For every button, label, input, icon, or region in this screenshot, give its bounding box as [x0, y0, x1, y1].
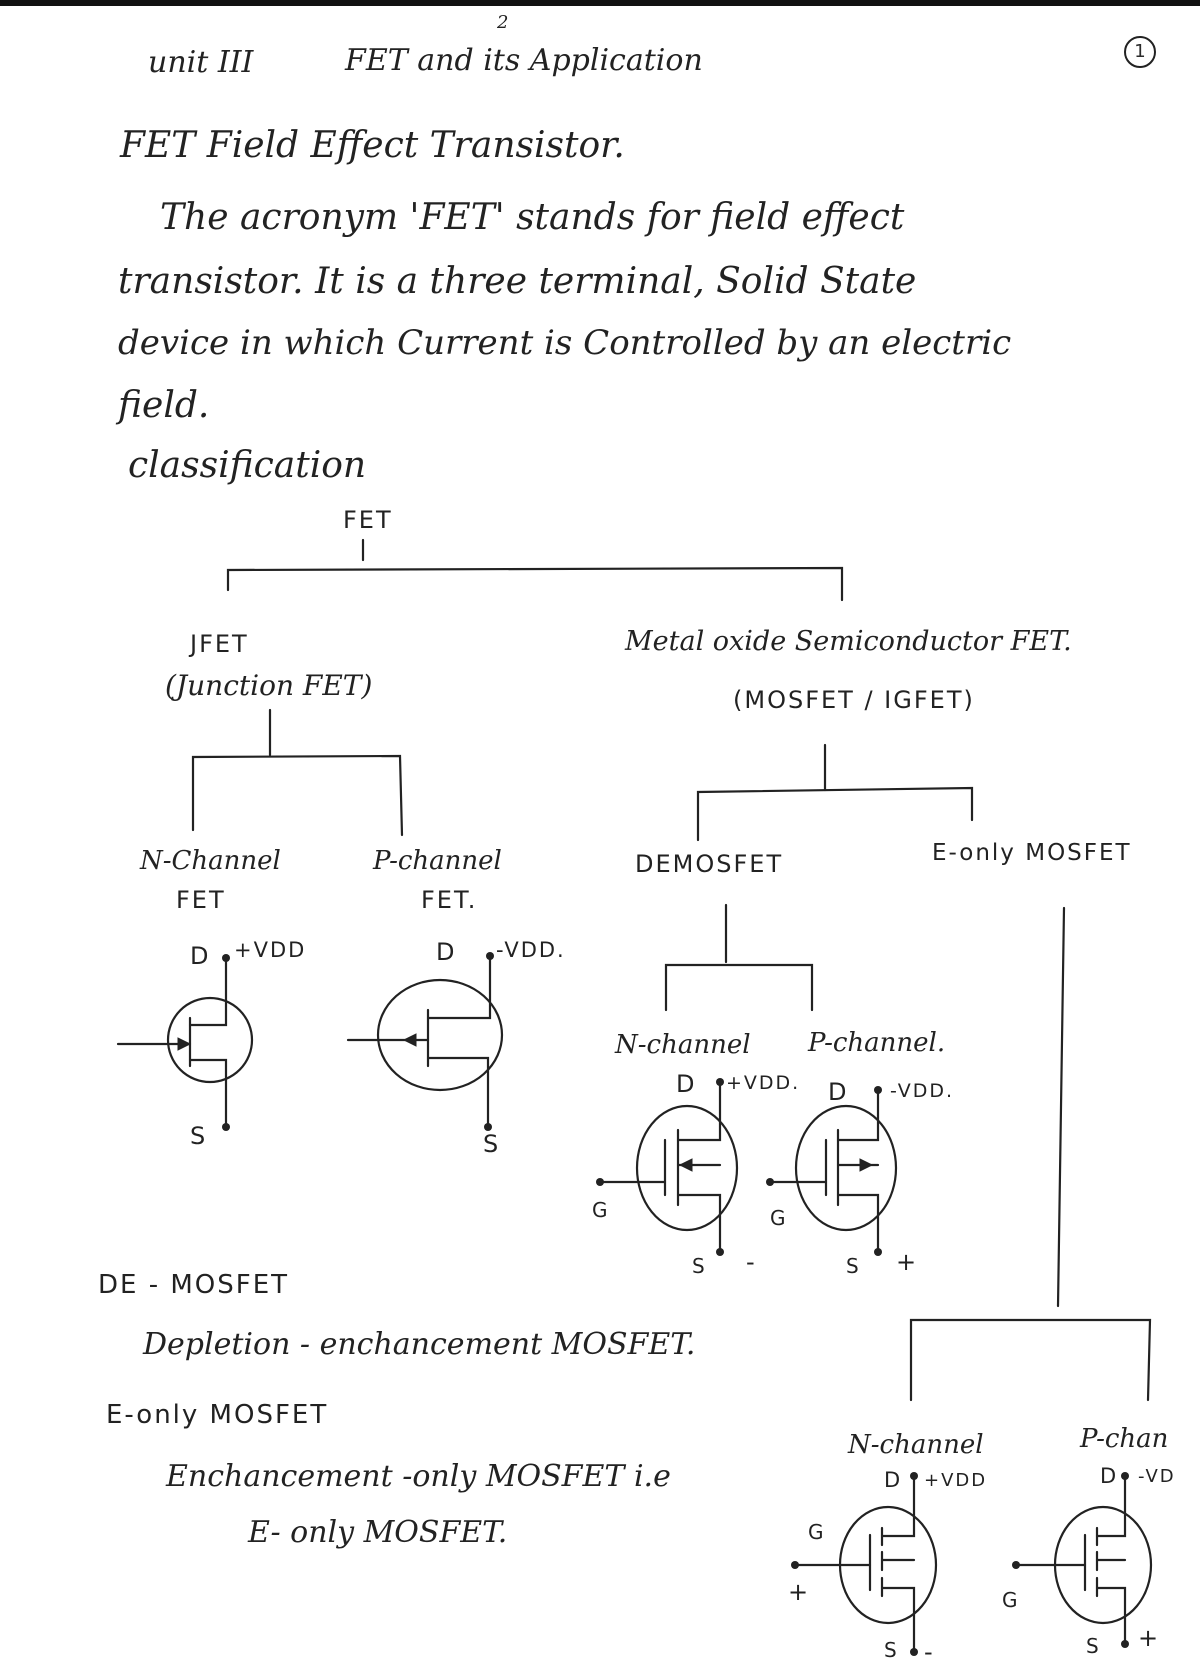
- de-n-symbol: [596, 1078, 739, 1256]
- eonly-label: E-only MOSFET: [932, 840, 1132, 866]
- jfet-p-label: P-channel: [373, 846, 502, 876]
- de-n-drain: D: [676, 1070, 697, 1098]
- mosfet-bracket: [696, 786, 974, 842]
- e-p-symbol: [1012, 1472, 1153, 1648]
- eonly-bracket: [909, 1318, 1152, 1402]
- mosfet-alias-label: (MOSFET / IGFET): [733, 686, 975, 714]
- jfet-bracket: [191, 754, 404, 837]
- jfet-n-label: N-Channel: [140, 846, 281, 876]
- de-mosfet-title: DE - MOSFET: [98, 1270, 290, 1300]
- jfet-label: JFET: [190, 630, 249, 658]
- unit-label: unit III: [148, 45, 254, 80]
- de-p-gate: G: [770, 1206, 788, 1230]
- e-mosfet-text-2: E- only MOSFET.: [248, 1515, 508, 1550]
- tree-root-fet: FET: [343, 506, 393, 534]
- jfet-n-label-2: FET: [176, 886, 226, 914]
- page-top-edge: [0, 0, 1200, 6]
- e-p-supply: -VD: [1138, 1466, 1176, 1487]
- e-p-label: P-chan: [1080, 1424, 1169, 1454]
- e-p-drain: D: [1100, 1464, 1119, 1488]
- jfet-p-drain: D: [436, 938, 457, 966]
- jfet-full-label: (Junction FET): [165, 669, 373, 702]
- e-n-label: N-channel: [848, 1430, 984, 1460]
- jfet-n-symbol: [116, 954, 254, 1131]
- e-n-polarity: -: [924, 1638, 935, 1666]
- de-n-polarity: -: [746, 1248, 757, 1276]
- jfet-p-supply: -VDD.: [496, 938, 566, 962]
- jfet-n-source: S: [190, 1122, 208, 1150]
- page-title: FET and its Application: [345, 43, 703, 78]
- page-number: 1: [1124, 36, 1156, 68]
- de-p-supply: -VDD.: [890, 1080, 955, 1102]
- jfet-p-symbol: [346, 952, 504, 1131]
- de-p-source: S: [846, 1254, 861, 1278]
- e-n-supply: +VDD: [924, 1470, 988, 1491]
- heading: FET Field Effect Transistor.: [120, 125, 625, 166]
- jfet-n-drain: D: [190, 942, 211, 970]
- paragraph-line-1: The acronym 'FET' stands for field effec…: [160, 197, 905, 238]
- mosfet-label: Metal oxide Semiconductor FET.: [625, 626, 1072, 657]
- e-n-symbol: [791, 1472, 938, 1656]
- e-n-gate: G: [808, 1520, 826, 1544]
- de-n-source: S: [692, 1254, 707, 1278]
- jfet-p-label-2: FET.: [421, 886, 478, 914]
- e-p-polarity: +: [1138, 1624, 1161, 1652]
- de-n-supply: +VDD.: [726, 1072, 801, 1094]
- root-bracket: [226, 566, 844, 602]
- e-n-drain: D: [884, 1468, 903, 1492]
- paragraph-line-4: field.: [118, 385, 210, 426]
- de-p-label: P-channel.: [808, 1028, 946, 1058]
- demosfet-label: DEMOSFET: [635, 850, 784, 878]
- jfet-p-source: S: [483, 1130, 501, 1158]
- paragraph-line-3: device in which Current is Controlled by…: [118, 323, 1012, 363]
- classification-label: classification: [128, 445, 367, 486]
- de-mosfet-text: Depletion - enchancement MOSFET.: [143, 1327, 696, 1362]
- e-n-gate-polarity: +: [788, 1578, 811, 1606]
- e-mosfet-text-1: Enchancement -only MOSFET i.e: [166, 1459, 671, 1494]
- de-n-label: N-channel: [615, 1030, 751, 1060]
- e-mosfet-title: E-only MOSFET: [106, 1400, 329, 1430]
- de-p-drain: D: [828, 1078, 849, 1106]
- paragraph-line-2: transistor. It is a three terminal, Soli…: [118, 261, 917, 302]
- de-n-gate: G: [592, 1198, 610, 1222]
- e-p-source: S: [1086, 1634, 1101, 1658]
- eonly-stem: [1056, 906, 1066, 1308]
- e-p-gate: G: [1002, 1588, 1020, 1612]
- de-p-polarity: +: [896, 1248, 919, 1276]
- jfet-n-supply: +VDD: [234, 938, 307, 962]
- de-p-symbol: [766, 1086, 898, 1256]
- e-n-source: S: [884, 1638, 899, 1662]
- demosfet-bracket: [664, 963, 814, 1012]
- top-mark: 2: [497, 12, 509, 33]
